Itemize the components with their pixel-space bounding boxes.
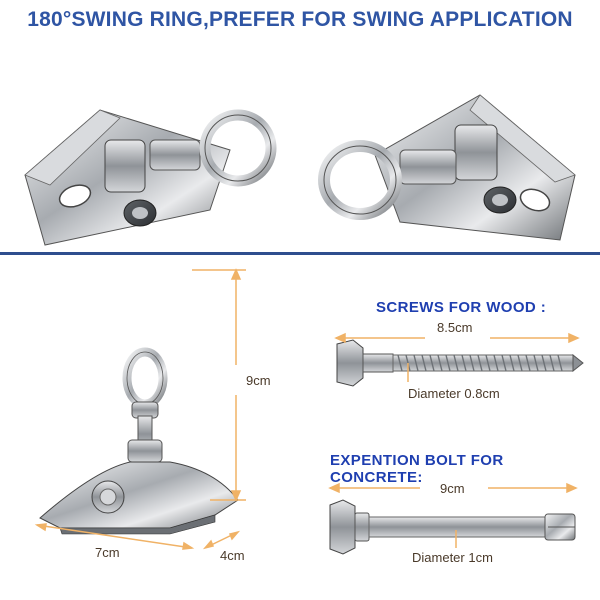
headline: 180°SWING RING,PREFER FOR SWING APPLICAT… (27, 8, 573, 31)
wood-screw-illustration (336, 339, 584, 387)
screws-heading: SCREWS FOR WOOD : (376, 299, 547, 316)
swing-hanger-right-view (318, 94, 576, 241)
swing-hanger-left-view (24, 109, 277, 246)
expansion-bolt-illustration (329, 499, 576, 555)
width-label: 4cm (220, 548, 245, 563)
length-dimension-line (36, 524, 193, 549)
swing-hanger-front-view (39, 347, 239, 535)
bolt-diameter-label: Diameter 1cm (412, 550, 493, 565)
screw-diameter-label: Diameter 0.8cm (408, 386, 500, 401)
bolt-heading: EXPENTION BOLT FOR CONCRETE: (330, 452, 504, 486)
bolt-length-label: 9cm (440, 481, 465, 496)
section-divider (0, 252, 600, 255)
screw-length-label: 8.5cm (437, 320, 473, 335)
height-label: 9cm (246, 373, 271, 388)
length-label: 7cm (95, 545, 120, 560)
